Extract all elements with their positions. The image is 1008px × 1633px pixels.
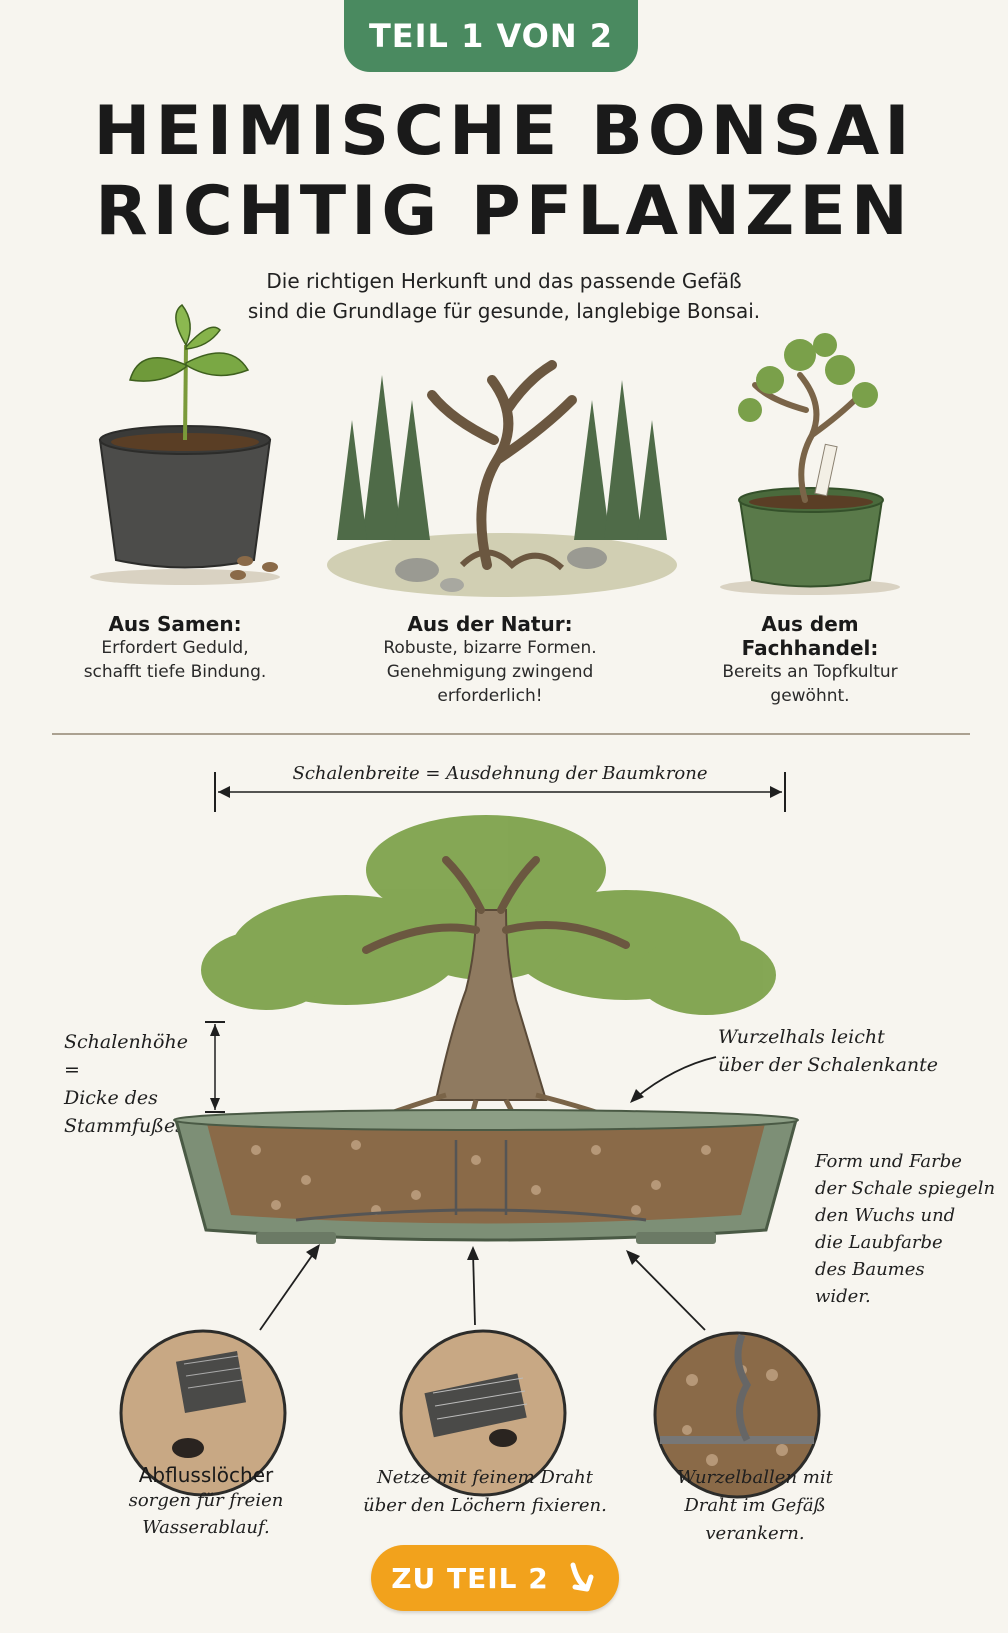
root-neck-label: Wurzelhals leicht über der Schalenkante bbox=[718, 1023, 958, 1079]
pot-form-label-line5: des Baumes bbox=[815, 1259, 925, 1280]
next-part-button-label: ZU TEIL 2 bbox=[391, 1561, 549, 1595]
part-indicator-tab: TEIL 1 VON 2 bbox=[344, 0, 638, 72]
root-neck-label-line2: über der Schalenkante bbox=[718, 1054, 939, 1076]
pot-form-label: Form und Farbe der Schale spiegeln den W… bbox=[815, 1148, 1000, 1310]
detail-drain-title: Abflusslöcher bbox=[138, 1463, 274, 1487]
height-label-line2: Dicke des bbox=[64, 1087, 158, 1109]
page-title-line2: RICHTIG PFLANZEN bbox=[95, 172, 913, 251]
subtitle-line1: Die richtigen Herkunft und das passende … bbox=[266, 269, 742, 293]
source-card-seed-line1: Erfordert Geduld, bbox=[101, 638, 249, 658]
source-card-shop-line2: gewöhnt. bbox=[770, 686, 850, 706]
next-part-button[interactable]: ZU TEIL 2 bbox=[371, 1545, 619, 1611]
pot-form-label-line6: wider. bbox=[815, 1286, 871, 1307]
pot-form-label-line1: Form und Farbe bbox=[815, 1151, 962, 1172]
arrow-down-right-icon bbox=[570, 1562, 594, 1592]
page-title-line1: HEIMISCHE BONSAI bbox=[93, 92, 915, 171]
detail-wire-line2: Draht im Gefäß bbox=[684, 1495, 826, 1516]
page-subtitle: Die richtigen Herkunft und das passende … bbox=[0, 266, 1008, 326]
detail-circle-wire-anchor bbox=[653, 1331, 821, 1499]
detail-drain-line2: Wasserablauf. bbox=[142, 1517, 270, 1538]
bonsai-pot-cross-section bbox=[173, 815, 799, 1244]
height-label-line3: Stammfußes bbox=[64, 1115, 185, 1137]
height-dimension-label: Schalenhöhe = Dicke des Stammfußes bbox=[64, 1028, 204, 1140]
width-dimension-label: Schalenbreite = Ausdehnung der Baumkrone bbox=[230, 763, 770, 784]
root-neck-arrow bbox=[630, 1056, 717, 1103]
width-dimension-arrow bbox=[214, 772, 786, 812]
source-card-nature-line1: Robuste, bizarre Formen. bbox=[383, 638, 597, 658]
height-label-line1: Schalenhöhe = bbox=[64, 1031, 188, 1081]
source-card-seed: Aus Samen: Erfordert Geduld, schafft tie… bbox=[60, 612, 290, 684]
source-card-nature-line3: erforderlich! bbox=[437, 686, 543, 706]
section-divider bbox=[52, 733, 970, 735]
detail-mesh-line1: Netze mit feinem Draht bbox=[377, 1467, 593, 1488]
source-card-shop-line1: Bereits an Topfkultur bbox=[722, 662, 898, 682]
subtitle-line2: sind die Grundlage für gesunde, langlebi… bbox=[247, 299, 761, 323]
source-card-nature-title: Aus der Natur: bbox=[407, 612, 573, 636]
detail-drain-line1: sorgen für freien bbox=[128, 1490, 284, 1511]
detail-mesh-text: Netze mit feinem Draht über den Löchern … bbox=[355, 1464, 615, 1520]
source-card-shop: Aus dem Fachhandel: Bereits an Topfkultu… bbox=[690, 612, 930, 708]
source-card-seed-title: Aus Samen: bbox=[108, 612, 242, 636]
detail-wire-text: Wurzelballen mit Draht im Gefäß veranker… bbox=[650, 1464, 860, 1548]
nursery-tree-illustration bbox=[720, 333, 900, 595]
detail-circle-mesh bbox=[399, 1329, 567, 1497]
source-card-seed-line2: schafft tiefe Bindung. bbox=[83, 662, 267, 682]
pot-form-label-line2: der Schale spiegeln bbox=[815, 1178, 996, 1199]
part-indicator-label: TEIL 1 VON 2 bbox=[368, 17, 614, 55]
detail-mesh-line2: über den Löchern fixieren. bbox=[363, 1495, 607, 1516]
detail-wire-line3: verankern. bbox=[705, 1523, 805, 1544]
detail-circle-drain-hole bbox=[119, 1329, 287, 1497]
source-card-nature-line2: Genehmigung zwingend bbox=[386, 662, 594, 682]
nature-tree-illustration bbox=[327, 360, 677, 597]
source-card-nature: Aus der Natur: Robuste, bizarre Formen. … bbox=[360, 612, 620, 708]
pot-form-label-line3: den Wuchs und bbox=[815, 1205, 956, 1226]
pot-form-label-line4: die Laubfarbe bbox=[815, 1232, 943, 1253]
height-dimension-arrow bbox=[205, 1021, 225, 1113]
source-card-shop-title: Aus dem Fachhandel: bbox=[741, 612, 879, 660]
detail-drain-text: Abflusslöcher sorgen für freien Wasserab… bbox=[96, 1463, 316, 1541]
seedling-pot-illustration bbox=[90, 303, 280, 585]
detail-wire-line1: Wurzelballen mit bbox=[677, 1467, 833, 1488]
root-neck-label-line1: Wurzelhals leicht bbox=[718, 1026, 885, 1048]
